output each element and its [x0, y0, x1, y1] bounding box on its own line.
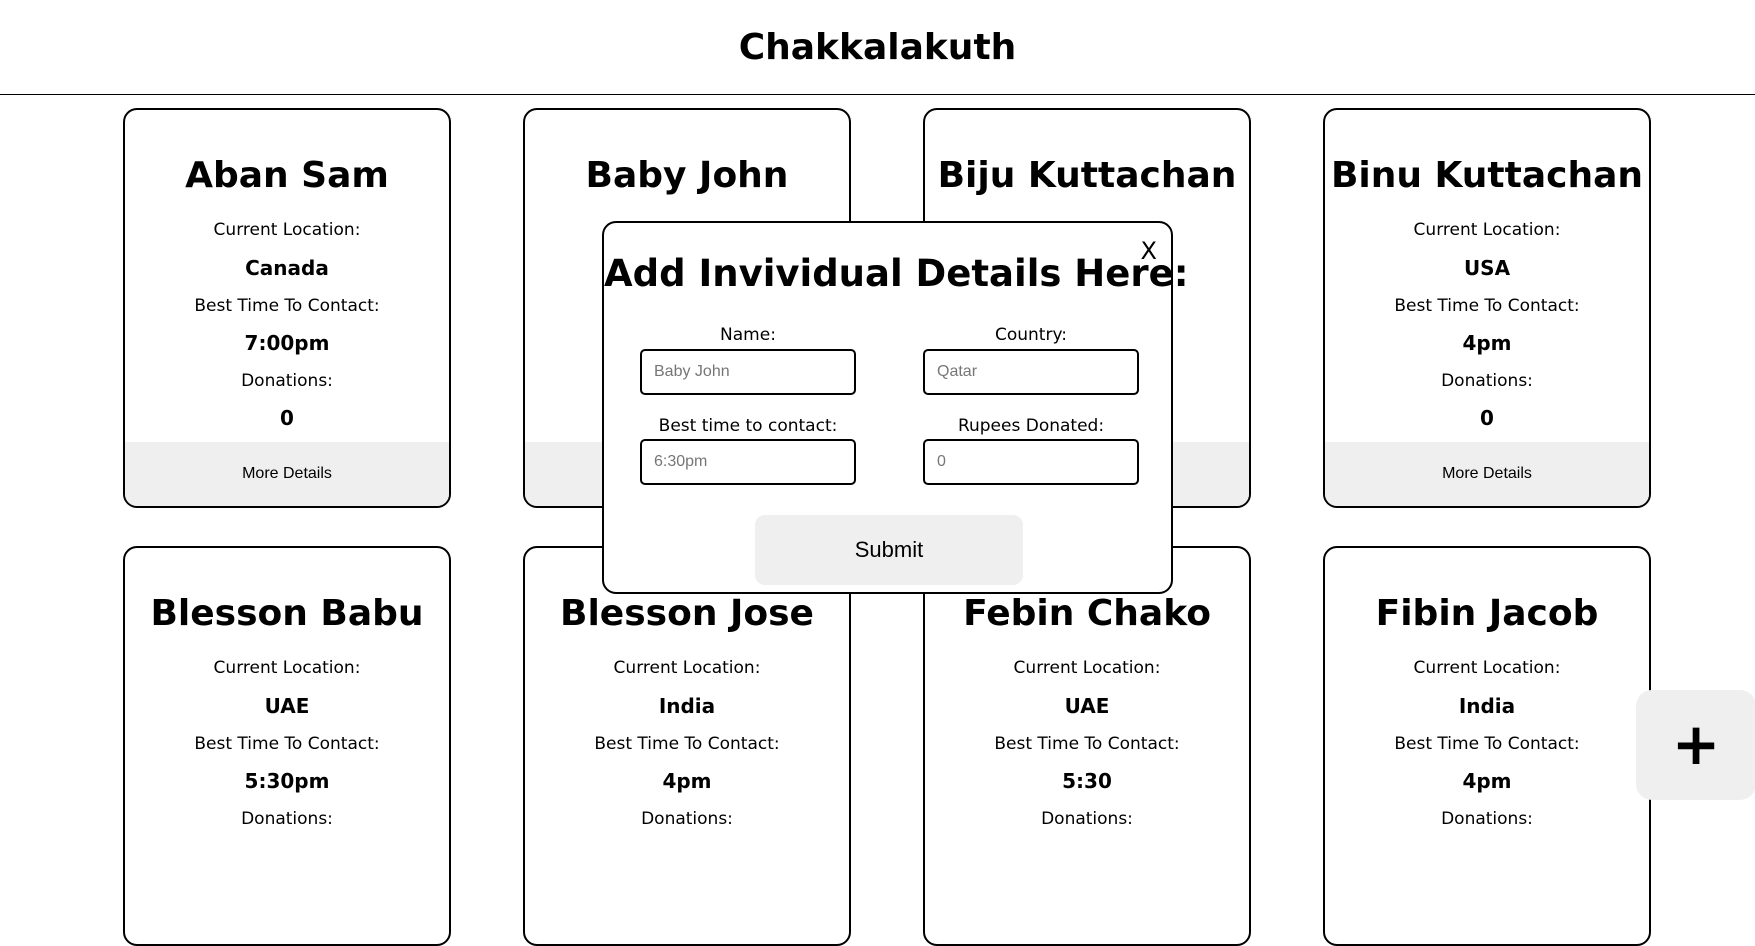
location-label: Current Location:: [613, 658, 761, 678]
donations-label: Donations:: [641, 809, 733, 829]
time-value: 5:30: [1062, 769, 1112, 793]
time-label: Best Time To Contact:: [1394, 734, 1580, 754]
page-title: Chakkalakuth: [738, 27, 1017, 68]
time-label: Best Time To Contact:: [1394, 296, 1580, 316]
close-button[interactable]: X: [1140, 237, 1157, 265]
time-input[interactable]: [640, 439, 856, 485]
time-value: 4pm: [1462, 769, 1512, 793]
donations-label: Donations:: [1441, 809, 1533, 829]
name-input[interactable]: [640, 349, 856, 395]
add-button[interactable]: +: [1636, 690, 1755, 800]
more-details-button[interactable]: More Details: [125, 442, 449, 506]
time-label: Best Time To Contact:: [594, 734, 780, 754]
person-name: Binu Kuttachan: [1330, 155, 1644, 196]
person-card: Febin Chako Current Location: UAE Best T…: [923, 546, 1251, 946]
location-value: UAE: [264, 694, 310, 718]
rupees-label: Rupees Donated:: [957, 416, 1105, 436]
location-label: Current Location:: [213, 220, 361, 240]
location-value: Canada: [245, 256, 329, 280]
location-value: USA: [1463, 256, 1511, 280]
person-name: Aban Sam: [185, 155, 389, 196]
person-card: Fibin Jacob Current Location: India Best…: [1323, 546, 1651, 946]
location-value: India: [1458, 694, 1516, 718]
rupees-input[interactable]: [923, 439, 1139, 485]
location-label: Current Location:: [1413, 658, 1561, 678]
location-value: India: [658, 694, 716, 718]
plus-icon: +: [1671, 710, 1721, 778]
person-name: Baby John: [585, 155, 789, 196]
submit-button[interactable]: Submit: [755, 515, 1023, 585]
more-details-button[interactable]: More Details: [1325, 442, 1649, 506]
time-value: 4pm: [662, 769, 712, 793]
time-label: Best Time To Contact:: [194, 734, 380, 754]
donations-label: Donations:: [1041, 809, 1133, 829]
header: Chakkalakuth: [0, 0, 1755, 95]
time-label: Best time to contact:: [658, 416, 838, 436]
modal-title: Add Invividual Details Here:: [604, 252, 1189, 295]
time-value: 5:30pm: [244, 769, 330, 793]
donations-label: Donations:: [241, 371, 333, 391]
location-label: Current Location:: [213, 658, 361, 678]
time-label: Best Time To Contact:: [194, 296, 380, 316]
location-label: Current Location:: [1413, 220, 1561, 240]
person-name: Blesson Jose: [560, 593, 814, 634]
time-label: Best Time To Contact:: [994, 734, 1180, 754]
person-card: Blesson Babu Current Location: UAE Best …: [123, 546, 451, 946]
location-value: UAE: [1064, 694, 1110, 718]
location-label: Current Location:: [1013, 658, 1161, 678]
name-label: Name:: [720, 325, 776, 345]
person-name: Blesson Babu: [150, 593, 424, 634]
country-label: Country:: [994, 325, 1068, 345]
person-name: Biju Kuttachan: [937, 155, 1237, 196]
add-details-modal: Add Invividual Details Here: X Name: Cou…: [602, 221, 1189, 594]
donations-label: Donations:: [241, 809, 333, 829]
person-name: Fibin Jacob: [1375, 593, 1599, 634]
person-card: Aban Sam Current Location: Canada Best T…: [123, 108, 451, 508]
donations-label: Donations:: [1441, 371, 1533, 391]
person-name: Febin Chako: [963, 593, 1211, 634]
donations-value: 0: [280, 406, 294, 430]
time-value: 4pm: [1462, 331, 1512, 355]
donations-value: 0: [1480, 406, 1494, 430]
person-card: Binu Kuttachan Current Location: USA Bes…: [1323, 108, 1651, 508]
country-input[interactable]: [923, 349, 1139, 395]
person-card: Blesson Jose Current Location: India Bes…: [523, 546, 851, 946]
time-value: 7:00pm: [244, 331, 330, 355]
